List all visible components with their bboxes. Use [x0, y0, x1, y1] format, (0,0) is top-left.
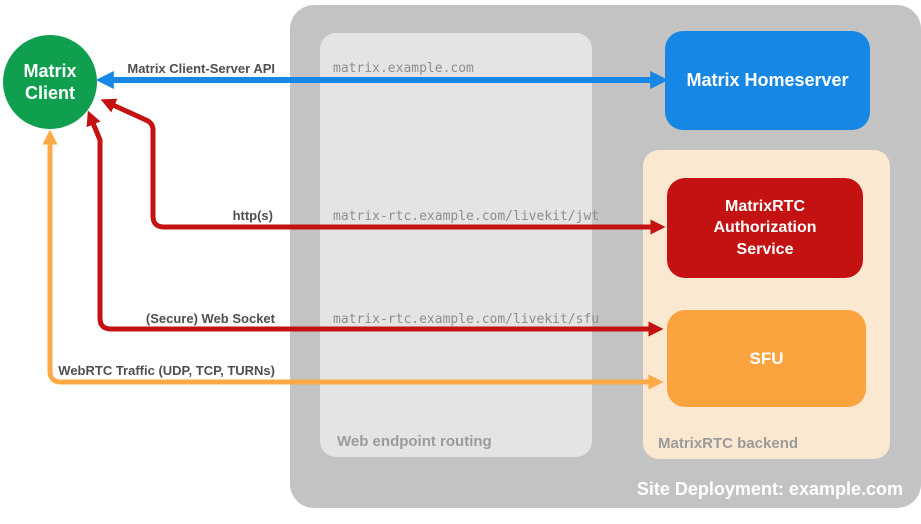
matrix-homeserver-node: Matrix Homeserver: [665, 31, 870, 130]
route-matrix-example: matrix.example.com: [333, 61, 474, 76]
backend-group-label: MatrixRTC backend: [658, 435, 799, 452]
web-endpoint-routing-group: [320, 33, 592, 457]
matrix-client-label: Matrix Client: [23, 60, 77, 104]
matrixrtc-auth-service-label: MatrixRTC Authorization Service: [713, 197, 817, 258]
matrix-homeserver-label: Matrix Homeserver: [686, 70, 849, 90]
site-deployment-title: Site Deployment: example.com: [636, 479, 903, 499]
routing-group-label: Web endpoint routing: [337, 433, 492, 450]
route-livekit-jwt: matrix-rtc.example.com/livekit/jwt: [333, 209, 600, 224]
matrix-client-node: Matrix Client: [3, 35, 97, 129]
https-label: http(s): [232, 208, 273, 223]
client-server-api-label: Matrix Client-Server API: [127, 61, 275, 76]
sfu-label: SFU: [749, 348, 784, 368]
sfu-node: SFU: [667, 310, 866, 407]
webrtc-traffic-label: WebRTC Traffic (UDP, TCP, TURNs): [58, 363, 275, 378]
route-livekit-sfu: matrix-rtc.example.com/livekit/sfu: [333, 312, 600, 327]
matrixrtc-auth-service-node: MatrixRTC Authorization Service: [667, 178, 863, 278]
websocket-label: (Secure) Web Socket: [145, 311, 275, 326]
